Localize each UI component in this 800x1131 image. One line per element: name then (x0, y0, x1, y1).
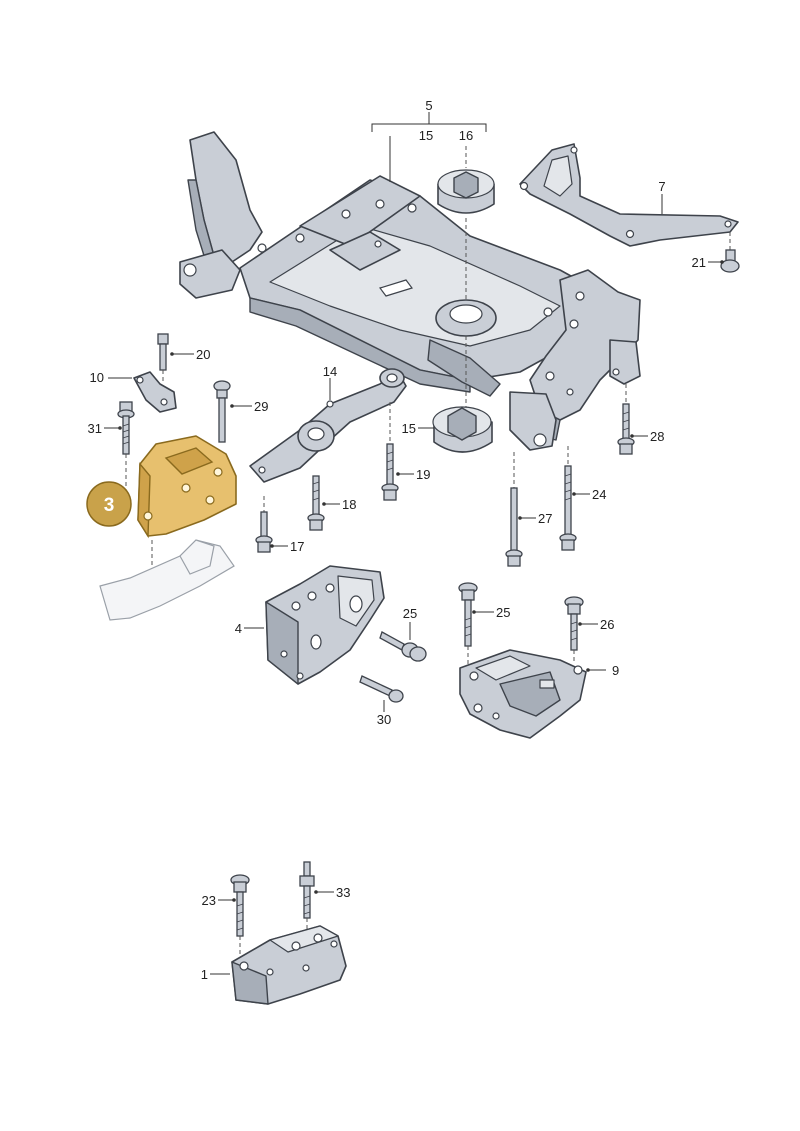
label-30: 30 (377, 712, 391, 727)
bolt-25-small (379, 631, 427, 662)
bolt-23 (230, 874, 250, 960)
label-28: 28 (650, 429, 664, 444)
callout-badge-3: 3 (86, 481, 132, 527)
bolt-18 (307, 475, 325, 531)
bushing-15 (432, 406, 493, 453)
bolt-25-tall (458, 582, 478, 666)
label-26: 26 (600, 617, 614, 632)
bolt-26 (564, 596, 584, 664)
label-25: 25 (496, 605, 510, 620)
label-7: 7 (658, 179, 665, 194)
vehicle-body-ghost (99, 539, 235, 621)
label-23: 23 (202, 893, 216, 908)
label-29: 29 (254, 399, 268, 414)
label-18: 18 (342, 497, 356, 512)
transmission-mount-9 (459, 649, 587, 739)
label-4: 4 (235, 621, 242, 636)
bracket-4 (265, 565, 385, 685)
label-1: 1 (201, 967, 208, 982)
label-31: 31 (88, 421, 102, 436)
engine-mount-1 (231, 925, 347, 1005)
bracket-10 (133, 371, 177, 413)
bushing-16 (437, 169, 495, 214)
torque-arm-14 (249, 368, 407, 483)
label-33: 33 (336, 885, 350, 900)
bolt-30 (359, 675, 404, 703)
label-3-highlight: 3 (104, 495, 115, 516)
bolt-27 (505, 452, 523, 567)
bolt-20 (157, 333, 169, 384)
label-24: 24 (592, 487, 606, 502)
label-25: 25 (403, 606, 417, 621)
label-21: 21 (692, 255, 706, 270)
label-15: 15 (402, 421, 416, 436)
bolt-17 (255, 496, 273, 553)
label-14: 14 (323, 364, 337, 379)
bolt-29 (213, 380, 231, 443)
label-10: 10 (90, 370, 104, 385)
label-5: 5 (425, 98, 432, 113)
label-9: 9 (612, 663, 619, 678)
bracket-7 (519, 143, 739, 247)
subframe (179, 131, 641, 451)
bolt-19 (381, 402, 399, 501)
bolt-31 (117, 401, 135, 490)
stud-33 (299, 861, 315, 934)
label-15: 15 (419, 128, 433, 143)
engine-mount-3-highlight (137, 435, 237, 539)
bolt-24 (559, 446, 577, 551)
label-19: 19 (416, 467, 430, 482)
label-17: 17 (290, 539, 304, 554)
label-16: 16 (459, 128, 473, 143)
label-27: 27 (538, 511, 552, 526)
bolt-28 (617, 384, 635, 455)
label-20: 20 (196, 347, 210, 362)
bolt-21 (720, 232, 740, 273)
